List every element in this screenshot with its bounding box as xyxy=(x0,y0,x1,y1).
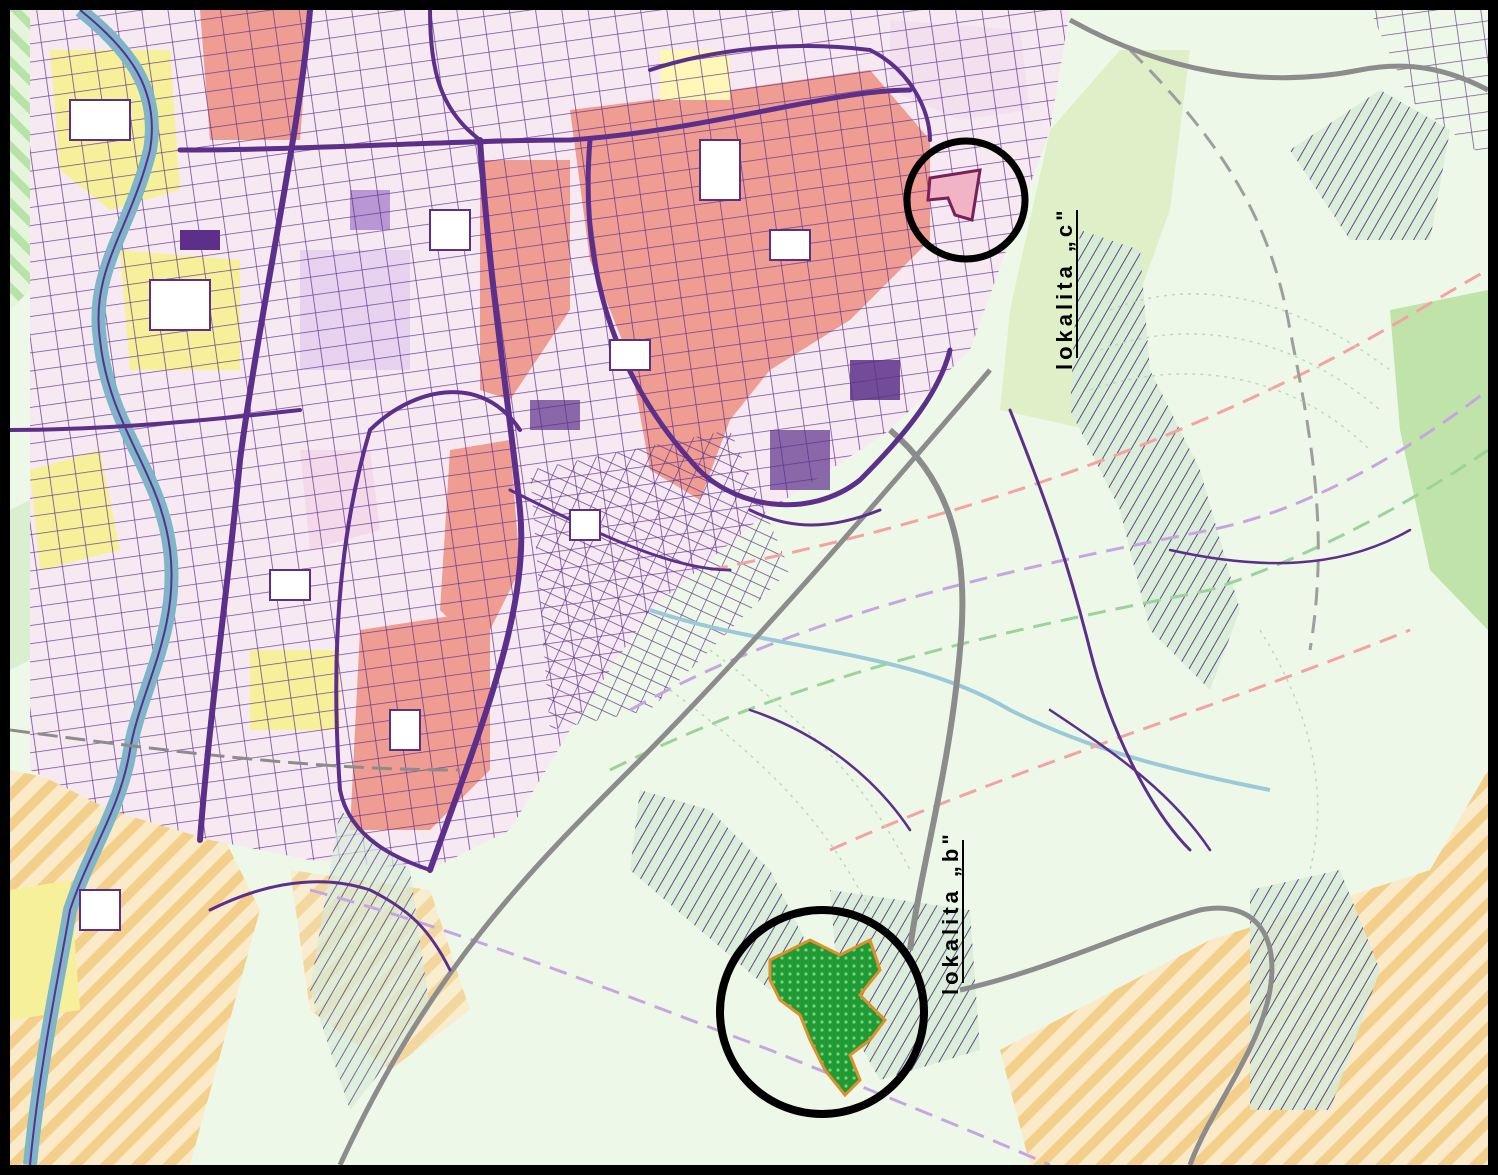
street-network xyxy=(10,10,1412,972)
roads xyxy=(10,17,1488,1165)
locality-b-area[interactable] xyxy=(768,937,887,1098)
locality-b-circle xyxy=(716,906,928,1118)
garden-parcels-southeast xyxy=(1250,870,1380,1110)
river-bank xyxy=(29,10,173,1165)
building-footprints-dark xyxy=(180,230,900,490)
yellow-hatch-area-east xyxy=(1000,770,1488,1165)
locality-c-circle xyxy=(903,137,1029,263)
garden-parcels xyxy=(630,790,810,990)
garden-parcels-east xyxy=(1070,230,1240,690)
urban-parcels xyxy=(30,10,1070,870)
garden-parcels-northeast xyxy=(1290,90,1450,240)
parcels-northeast xyxy=(1370,10,1488,160)
garden-parcels-south xyxy=(310,810,430,1110)
locality-c-area[interactable] xyxy=(926,168,982,222)
yellow-hatch-area-west xyxy=(10,770,260,1165)
dense-parcels xyxy=(530,430,790,730)
green-zone-east xyxy=(1390,290,1488,630)
locality-c-label: lokalita „c" xyxy=(1052,206,1077,370)
building-footprints xyxy=(69,99,811,931)
land-use-map[interactable]: lokalita „c" lokalita „b" xyxy=(10,10,1488,1165)
planning-lines xyxy=(309,48,1488,1165)
locality-b-label: lokalita „b" xyxy=(938,830,963,995)
